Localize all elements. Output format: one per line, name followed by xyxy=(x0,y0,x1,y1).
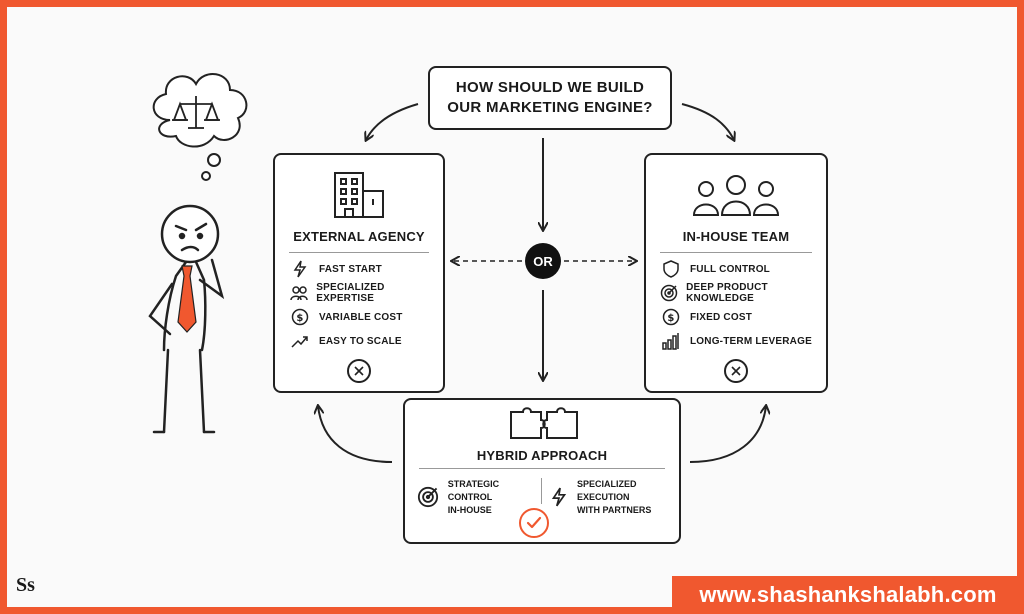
lightning-icon xyxy=(549,486,569,510)
team-icon xyxy=(646,155,826,219)
question-line-2: OUR MARKETING ENGINE? xyxy=(447,99,653,116)
website-url[interactable]: www.shashankshalabh.com xyxy=(672,576,1024,614)
in-house-team-list: FULL CONTROL DEEP PRODUCT KNOWLEDGE $ FI… xyxy=(646,253,826,353)
list-item: $ FIXED COST xyxy=(660,305,812,329)
reject-x-icon xyxy=(347,359,371,383)
hybrid-right-item: SPECIALIZED EXECUTION WITH PARTNERS xyxy=(549,478,679,517)
arrow-question-to-external xyxy=(366,103,419,140)
list-item: EASY TO SCALE xyxy=(289,329,429,353)
hybrid-left-item: STRATEGIC CONTROL IN-HOUSE xyxy=(417,478,541,517)
in-house-team-title: IN-HOUSE TEAM xyxy=(682,229,790,244)
external-agency-title: EXTERNAL AGENCY xyxy=(293,229,425,244)
puzzle-icon xyxy=(509,406,579,447)
question-line-1: HOW SHOULD WE BUILD xyxy=(455,79,645,96)
arrow-question-to-inhouse xyxy=(681,103,734,140)
divider xyxy=(419,468,665,469)
orange-tie-icon xyxy=(177,265,197,333)
building-icon xyxy=(275,155,443,219)
reject-x-icon xyxy=(724,359,748,383)
selected-check-icon xyxy=(519,508,549,538)
list-item: FULL CONTROL xyxy=(660,257,812,281)
list-item: $ VARIABLE COST xyxy=(289,305,429,329)
arrow-hybrid-to-external xyxy=(318,406,393,463)
divider xyxy=(660,252,812,253)
hybrid-approach-card: HYBRID APPROACH STRATEGIC CONTROL IN-HOU… xyxy=(403,398,681,544)
target-icon xyxy=(417,486,440,510)
hybrid-approach-title: HYBRID APPROACH xyxy=(476,448,608,463)
or-badge: OR xyxy=(525,243,561,279)
external-agency-list: FAST START SPECIALIZED EXPERTISE $ VARIA… xyxy=(275,253,443,353)
dollar-icon: $ xyxy=(660,307,682,327)
list-item: LONG-TERM LEVERAGE xyxy=(660,329,812,353)
question-box: HOW SHOULD WE BUILD OUR MARKETING ENGINE… xyxy=(428,66,672,130)
list-item: FAST START xyxy=(289,257,429,281)
svg-text:$: $ xyxy=(667,313,674,324)
dollar-icon: $ xyxy=(289,307,311,327)
bar-chart-icon xyxy=(660,331,682,351)
trend-up-icon xyxy=(289,331,311,351)
lightning-icon xyxy=(289,259,311,279)
list-item: DEEP PRODUCT KNOWLEDGE xyxy=(660,281,812,305)
divider xyxy=(289,252,429,253)
list-item: SPECIALIZED EXPERTISE xyxy=(289,281,429,305)
shield-icon xyxy=(660,259,682,279)
svg-text:$: $ xyxy=(296,313,303,324)
target-icon xyxy=(660,283,678,303)
thinking-stick-figure xyxy=(148,204,225,434)
scales-icon xyxy=(172,96,220,129)
brand-logo: Ss xyxy=(16,574,35,596)
hybrid-divider xyxy=(541,478,542,504)
arrow-hybrid-to-inhouse xyxy=(689,406,766,463)
external-agency-card: EXTERNAL AGENCY FAST START SPECIALIZED E… xyxy=(273,153,445,393)
thought-cloud xyxy=(152,73,248,181)
in-house-team-card: IN-HOUSE TEAM FULL CONTROL DEEP PRODUCT … xyxy=(644,153,828,393)
people-icon xyxy=(289,283,308,303)
